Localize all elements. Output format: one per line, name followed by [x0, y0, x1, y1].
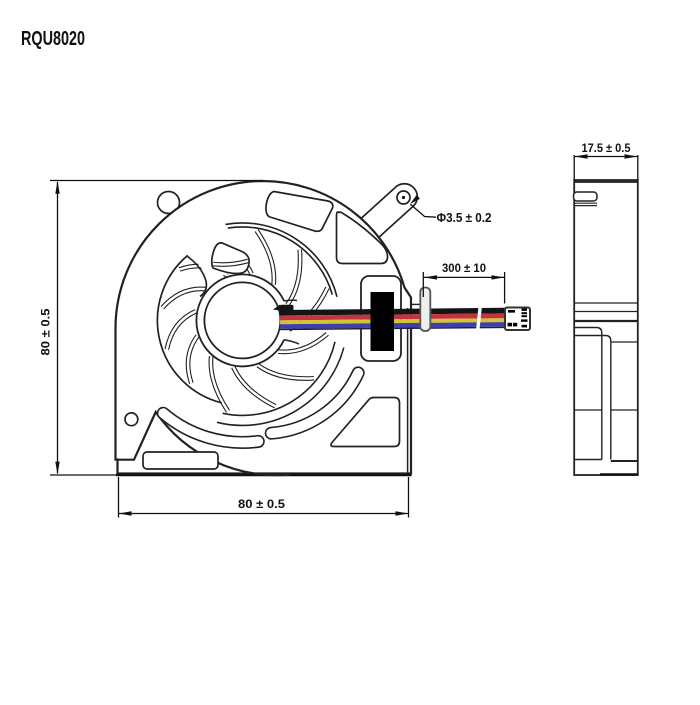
- svg-text:17.5 ± 0.5: 17.5 ± 0.5: [582, 141, 631, 155]
- svg-text:300 ± 10: 300 ± 10: [442, 261, 486, 275]
- svg-text:80 ± 0.5: 80 ± 0.5: [238, 497, 285, 511]
- svg-text:RQU8020: RQU8020: [21, 28, 85, 50]
- svg-text:Φ3.5 ± 0.2: Φ3.5 ± 0.2: [437, 211, 492, 225]
- svg-text:80 ± 0.5: 80 ± 0.5: [39, 308, 53, 355]
